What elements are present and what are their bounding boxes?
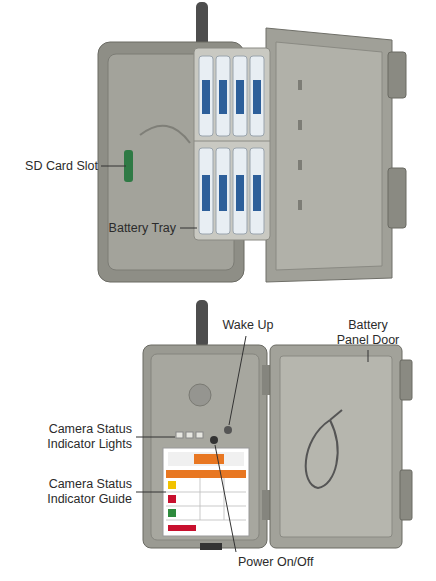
latch (388, 52, 406, 98)
wake-up-button (224, 426, 232, 434)
status-light (196, 432, 203, 438)
battery-band (253, 175, 261, 211)
battery (233, 56, 247, 136)
status-swatch (168, 481, 176, 489)
door-inner (280, 356, 392, 537)
grid-line (200, 478, 201, 520)
lanyard-tie (330, 410, 342, 420)
camera-front-view (143, 300, 412, 550)
housing-molding (140, 126, 190, 143)
door-slot (298, 200, 302, 210)
lanyard (306, 420, 338, 488)
leader-line (368, 350, 369, 362)
battery-band (219, 80, 227, 114)
camera-open-side-view (98, 2, 406, 282)
housing (98, 42, 244, 282)
part-label: Battery Tray (100, 221, 176, 236)
battery-band (236, 175, 244, 211)
battery (233, 148, 247, 234)
tray-divider (194, 141, 270, 142)
sticker-brand-mark (168, 525, 196, 531)
grid-line (166, 506, 246, 507)
batteries (199, 56, 264, 234)
grid-line (166, 492, 246, 493)
part-label: Camera Status Indicator Guide (22, 477, 132, 507)
leader-line (180, 228, 197, 229)
battery (199, 148, 213, 234)
leader-line (101, 166, 126, 167)
grid-line (224, 478, 225, 520)
round-boss (189, 384, 211, 406)
housing-inner (151, 354, 259, 540)
housing (143, 345, 267, 548)
battery-band (253, 80, 261, 114)
door-slot (298, 120, 302, 130)
door-slot (298, 80, 302, 90)
part-label: SD Card Slot (18, 159, 98, 174)
latch (400, 360, 412, 400)
battery-tray (194, 48, 270, 240)
leader-line (229, 336, 246, 425)
latch (400, 470, 412, 520)
battery-bands (202, 80, 261, 211)
grid-line (166, 520, 246, 521)
sticker-grid (166, 478, 246, 520)
battery-band (202, 175, 210, 211)
door (270, 345, 402, 548)
battery (199, 56, 213, 136)
door (266, 28, 392, 282)
battery (216, 148, 230, 234)
bottom-connector (200, 543, 222, 550)
status-light (176, 432, 183, 438)
power-button (210, 436, 218, 444)
sticker-header (166, 470, 246, 478)
status-swatch (168, 495, 176, 503)
leader-line (136, 437, 175, 438)
latch (388, 168, 406, 228)
part-label: Wake Up (218, 318, 278, 333)
leader-lines (101, 166, 368, 552)
status-light (186, 432, 193, 438)
status-guide-sticker (163, 448, 249, 536)
door-inner (276, 42, 382, 270)
battery-band (219, 175, 227, 211)
status-swatch (168, 509, 176, 517)
part-label: Power On/Off (238, 555, 324, 570)
leader-line (136, 492, 166, 493)
leader-line (215, 445, 236, 552)
battery (250, 148, 264, 234)
part-label: Battery Panel Door (335, 318, 401, 348)
battery-band (202, 80, 210, 114)
sticker-logo (168, 452, 244, 466)
antenna (196, 300, 208, 348)
part-label: Camera Status Indicator Lights (22, 422, 132, 452)
battery-band (236, 80, 244, 114)
door-slot (298, 160, 302, 170)
battery (216, 56, 230, 136)
battery (250, 56, 264, 136)
sticker-logo-mark (194, 454, 224, 464)
